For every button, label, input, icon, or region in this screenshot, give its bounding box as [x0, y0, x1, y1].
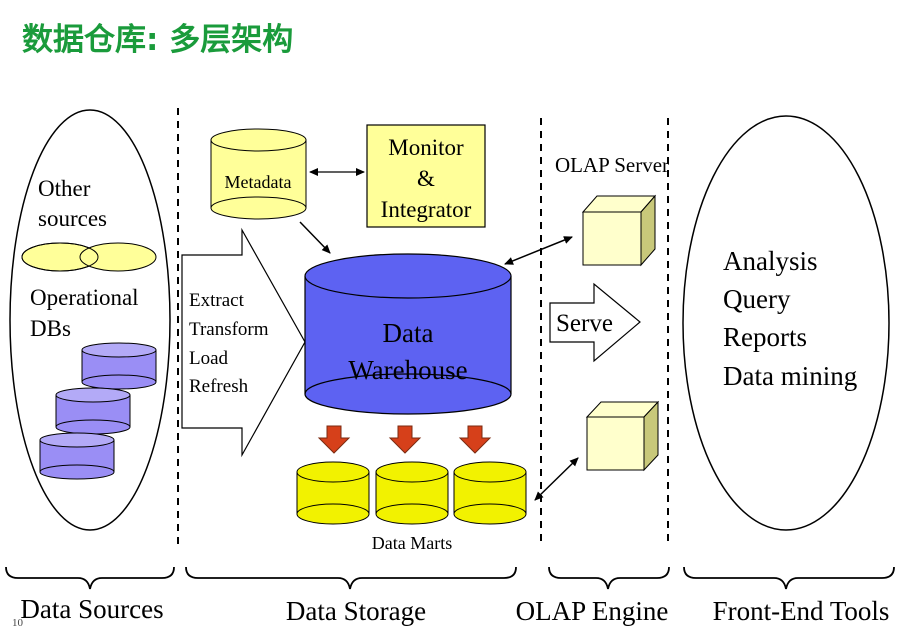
operational-db-cylinder	[81, 342, 157, 390]
data-mart-cylinder	[453, 461, 527, 525]
serve-arrow	[549, 282, 641, 363]
frontend-item-data-mining: Data mining	[723, 361, 857, 391]
data-warehouse-cylinder	[304, 253, 512, 415]
sources-ellipse	[9, 109, 171, 531]
operational-dbs-label: DBs	[30, 316, 71, 341]
etl-arrow	[181, 227, 306, 458]
serve-label: Serve	[556, 310, 613, 337]
warehouse-olap-connector	[504, 236, 573, 265]
brace-frontend	[683, 566, 895, 590]
tier-label-sources: Data Sources	[20, 594, 163, 624]
frontend-ellipse	[682, 115, 890, 531]
data-mart-cylinder	[375, 461, 449, 525]
metadata-cylinder	[210, 128, 307, 220]
operational-dbs-label: Operational	[30, 285, 139, 310]
down-arrow-icon	[388, 425, 422, 454]
frontend-item-analysis: Analysis	[723, 246, 818, 276]
other-sources-label: sources	[38, 206, 107, 231]
brace-storage	[185, 566, 517, 590]
other-sources-label: Other	[38, 176, 91, 201]
brace-sources	[5, 566, 175, 590]
olap-cube-icon	[581, 194, 657, 267]
etl-step-transform: Transform	[189, 319, 269, 340]
data-marts-label: Data Marts	[372, 533, 452, 553]
page-number: 10	[12, 617, 24, 629]
warehouse-label: Data	[383, 318, 434, 348]
frontend-item-reports: Reports	[723, 322, 807, 352]
monitor-ampersand: &	[417, 166, 435, 191]
metadata-warehouse-connector	[299, 221, 331, 254]
down-arrow-icon	[458, 425, 492, 454]
monitor-label: Monitor	[388, 135, 464, 160]
tier-label-engine: OLAP Engine	[516, 596, 669, 626]
frontend-item-query: Query	[723, 284, 791, 314]
etl-step-refresh: Refresh	[189, 376, 249, 397]
slide-title: 数据仓库: 多层架构	[22, 22, 293, 58]
metadata-label: Metadata	[225, 172, 292, 192]
integrator-label: Integrator	[381, 197, 472, 222]
olap-cube-icon	[585, 400, 660, 472]
datamart-olap-connector	[534, 457, 579, 501]
down-arrow-icon	[317, 425, 351, 454]
etl-step-load: Load	[189, 348, 229, 369]
operational-db-cylinder	[39, 432, 115, 480]
tier-label-frontend: Front-End Tools	[713, 596, 890, 626]
etl-step-extract: Extract	[189, 290, 245, 311]
other-source-ellipse	[79, 242, 157, 272]
tier-label-storage: Data Storage	[286, 596, 426, 626]
operational-db-cylinder	[55, 387, 131, 435]
data-mart-cylinder	[296, 461, 370, 525]
brace-engine	[548, 566, 670, 590]
olap-server-label: OLAP Server	[555, 153, 669, 177]
other-source-overlap	[21, 242, 99, 272]
monitor-integrator-box	[366, 124, 486, 228]
warehouse-label: Warehouse	[348, 355, 467, 385]
